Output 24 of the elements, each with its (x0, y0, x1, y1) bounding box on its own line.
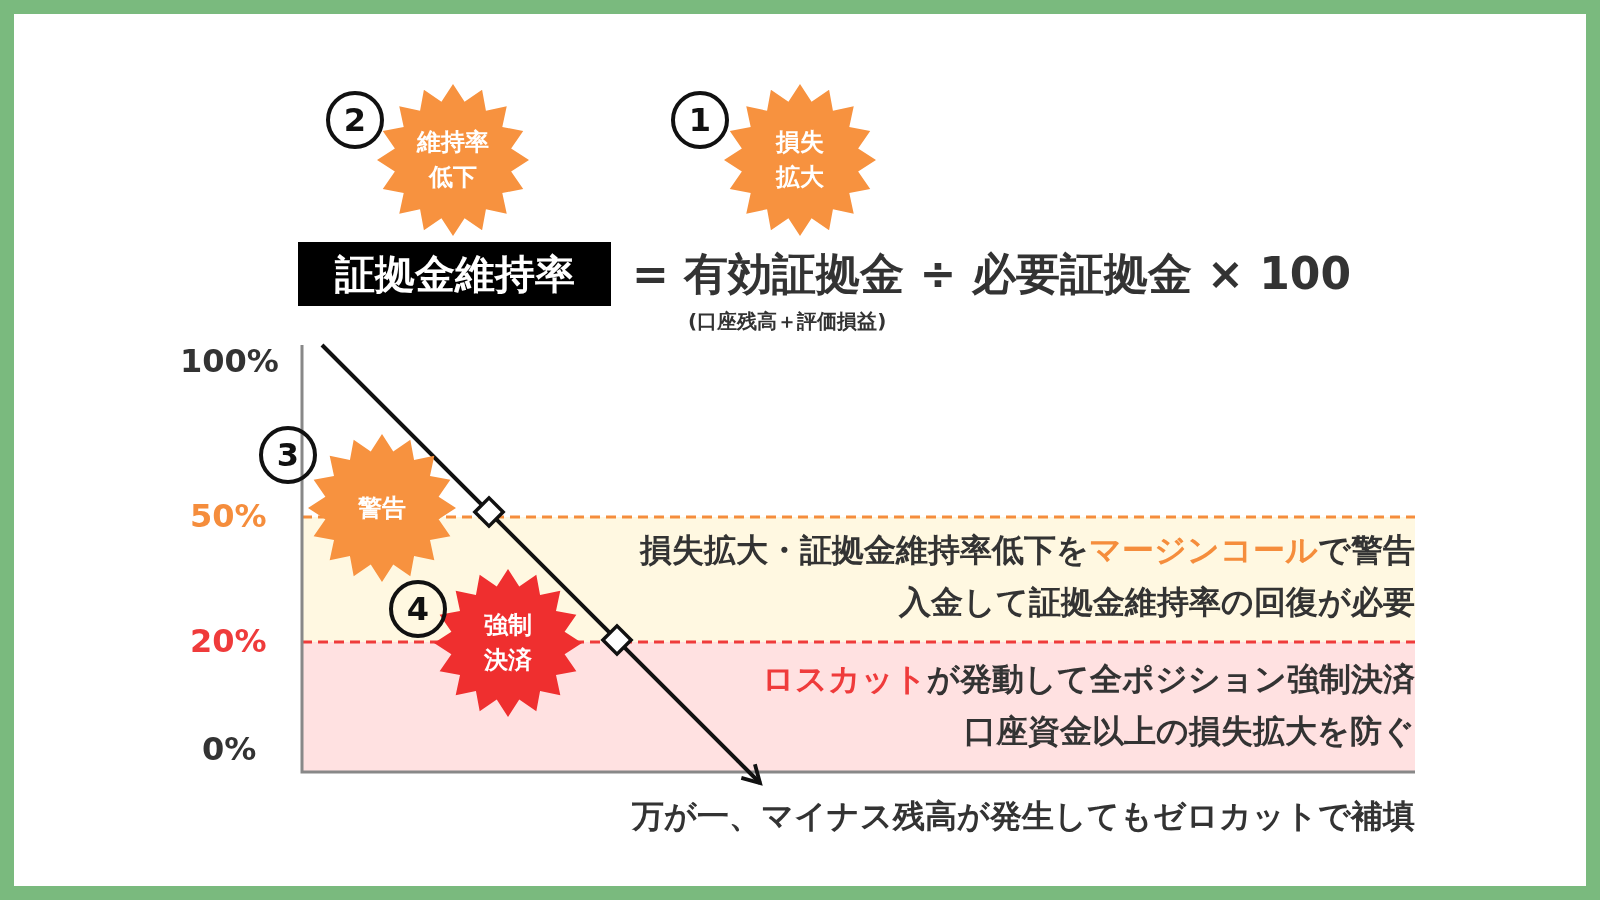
callout-number: 3 (259, 426, 317, 484)
badge-label: 損失拡大 (776, 127, 824, 193)
badge-label: 維持率低下 (417, 127, 489, 193)
axis-label: 20% (190, 622, 267, 661)
zone-text: 入金して証拠金維持率の回復が必要 (899, 583, 1415, 622)
starburst-badge (377, 84, 529, 236)
callout-number: 1 (671, 91, 729, 149)
highlight-box: 証拠金維持率 (298, 242, 611, 306)
axis-label: 50% (190, 497, 267, 536)
callout-number: 4 (389, 580, 447, 638)
zone-text: 口座資金以上の損失拡大を防ぐ (964, 712, 1415, 751)
formula-note: (口座残高＋評価損益) (688, 309, 887, 333)
zone-text: 損失拡大・証拠金維持率低下をマージンコールで警告 (640, 531, 1415, 570)
starburst-badge (724, 84, 876, 236)
formula-text: = 有効証拠金 ÷ 必要証拠金 × 100 (632, 248, 1352, 301)
badge-label: 警告 (357, 492, 407, 524)
starburst-badge (434, 569, 582, 717)
starburst-badge (308, 434, 456, 582)
axis-label: 100% (180, 342, 279, 381)
badge-label: 強制決済 (484, 610, 532, 676)
axis-label: 0% (202, 730, 257, 769)
zone-text: ロスカットが発動して全ポジション強制決済 (762, 660, 1415, 699)
note-text: 万が一、マイナス残高が発生してもゼロカットで補填 (632, 797, 1415, 836)
callout-number: 2 (326, 91, 384, 149)
